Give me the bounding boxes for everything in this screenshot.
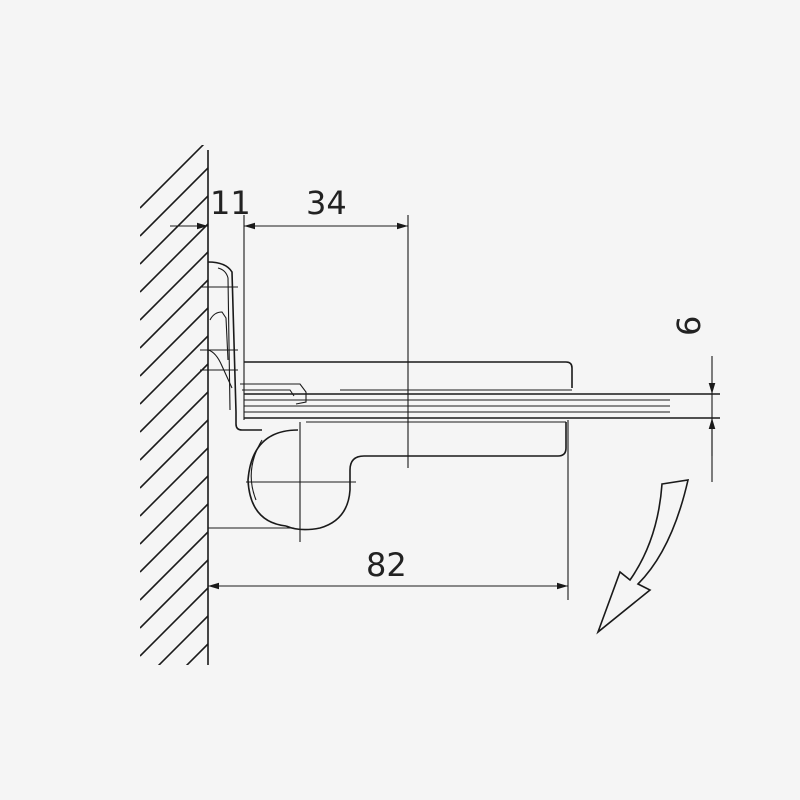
hatch-line — [140, 587, 208, 657]
hatch-line — [140, 335, 208, 405]
dim-label-34: 34 — [306, 184, 347, 222]
hatch-line — [140, 145, 205, 209]
rotation-arrow-icon — [596, 479, 690, 635]
hinge-barrel — [246, 422, 356, 542]
clamp-body — [244, 361, 573, 531]
hatch-line — [140, 391, 208, 461]
hatch-line — [140, 728, 208, 796]
hatch-line — [140, 279, 208, 349]
hatch-line — [157, 615, 208, 665]
hatch-line — [185, 643, 208, 665]
hatch-line — [140, 307, 208, 377]
dim-label-6: 6 — [670, 316, 708, 336]
wall-hatching — [140, 145, 208, 796]
hatch-line — [140, 167, 208, 237]
wall-plate — [200, 261, 262, 431]
hatch-line — [140, 531, 208, 601]
hatch-line — [140, 195, 208, 265]
gasket — [240, 383, 307, 405]
hatch-line — [140, 559, 208, 629]
glass-panel — [244, 393, 720, 419]
dim-label-82: 82 — [366, 546, 407, 584]
hatch-line — [140, 223, 208, 293]
dim-label-11: 11 — [210, 184, 251, 222]
hatch-line — [140, 700, 208, 768]
hatch-line — [140, 475, 208, 545]
gasket-inner — [242, 389, 295, 397]
hatch-line — [140, 672, 208, 740]
hatch-line — [140, 363, 208, 433]
hatch-line — [140, 503, 208, 573]
hatch-line — [140, 419, 208, 489]
hatch-line — [140, 251, 208, 321]
hatch-line — [140, 447, 208, 517]
